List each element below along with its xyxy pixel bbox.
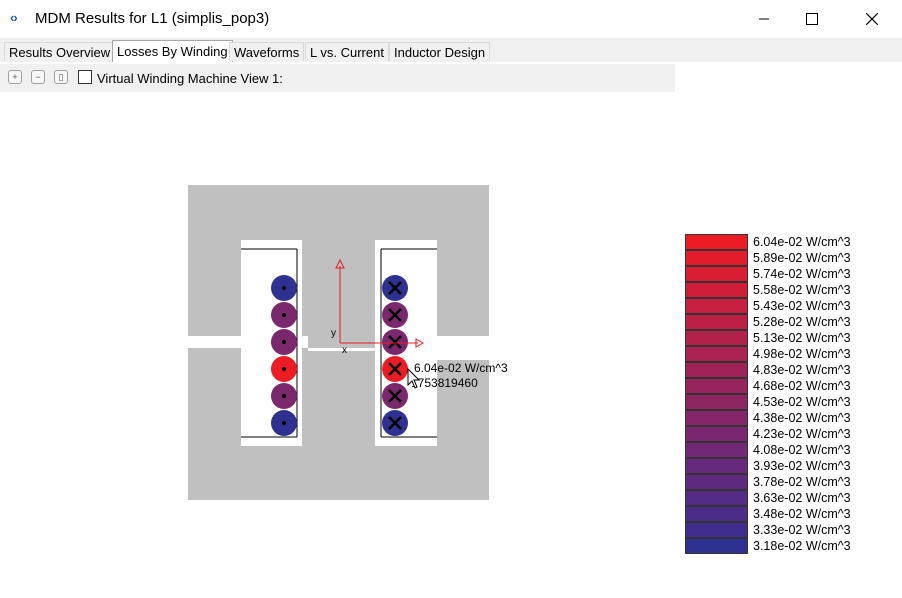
core xyxy=(188,185,489,500)
current-in-cross-icon xyxy=(388,308,402,322)
current-in-cross-icon xyxy=(388,362,402,376)
legend-swatch xyxy=(685,458,748,474)
legend-swatch xyxy=(685,522,748,538)
legend-label: 4.08e-02 W/cm^3 xyxy=(753,443,851,457)
legend-label: 3.78e-02 W/cm^3 xyxy=(753,475,851,489)
legend-label: 5.89e-02 W/cm^3 xyxy=(753,251,851,265)
legend-label: 5.13e-02 W/cm^3 xyxy=(753,331,851,345)
title-bar: ‹› MDM Results for L1 (simplis_pop3) xyxy=(0,0,902,38)
legend-swatch xyxy=(685,394,748,410)
legend-swatch xyxy=(685,234,748,250)
tooltip-value: 6.04e-02 W/cm^3 xyxy=(414,361,508,375)
x-axis-label: x xyxy=(342,345,347,356)
current-out-dot-icon xyxy=(282,340,286,344)
minimize-icon xyxy=(759,18,769,20)
coordinate-axes: y x xyxy=(331,258,425,356)
left-winding-turns xyxy=(271,275,297,436)
tab-waveforms[interactable]: Waveforms xyxy=(229,42,305,61)
legend-label: 3.18e-02 W/cm^3 xyxy=(753,539,851,553)
legend-swatch xyxy=(685,298,748,314)
tooltip: 6.04e-02 W/cm^3 1753819460 xyxy=(411,361,508,390)
current-out-dot-icon xyxy=(282,421,286,425)
legend-label: 4.38e-02 W/cm^3 xyxy=(753,411,851,425)
legend-label: 6.04e-02 W/cm^3 xyxy=(753,235,851,249)
legend-label: 4.83e-02 W/cm^3 xyxy=(753,363,851,377)
toolbar xyxy=(0,64,675,92)
legend-label: 5.43e-02 W/cm^3 xyxy=(753,299,851,313)
mouse-cursor-icon xyxy=(407,367,421,389)
legend-label: 4.23e-02 W/cm^3 xyxy=(753,427,851,441)
current-in-cross-icon xyxy=(388,389,402,403)
close-icon xyxy=(866,13,878,25)
reset-icon: ▯ xyxy=(58,72,64,82)
legend-label: 5.28e-02 W/cm^3 xyxy=(753,315,851,329)
legend-swatch xyxy=(685,378,748,394)
tab-l-vs-current[interactable]: L vs. Current xyxy=(305,42,389,61)
legend-swatch xyxy=(685,506,748,522)
current-out-dot-icon xyxy=(282,394,286,398)
maximize-button[interactable] xyxy=(789,0,835,38)
tab-inductor-design[interactable]: Inductor Design xyxy=(389,42,491,61)
legend-swatch xyxy=(685,474,748,490)
legend-swatch xyxy=(685,538,748,554)
current-out-dot-icon xyxy=(282,313,286,317)
window-title: MDM Results for L1 (simplis_pop3) xyxy=(35,10,270,27)
virtual-winding-machine-label: Virtual Winding Machine View xyxy=(97,71,269,86)
zoom-in-button[interactable]: + xyxy=(8,70,22,84)
tab-results-overview[interactable]: Results Overview xyxy=(4,42,116,61)
legend-label: 4.68e-02 W/cm^3 xyxy=(753,379,851,393)
minimize-button[interactable] xyxy=(741,0,787,38)
legend-label: 4.98e-02 W/cm^3 xyxy=(753,347,851,361)
legend-label: 3.93e-02 W/cm^3 xyxy=(753,459,851,473)
y-axis-label: y xyxy=(331,328,336,339)
legend-swatch xyxy=(685,266,748,282)
legend-swatch xyxy=(685,282,748,298)
tooltip-id: 1753819460 xyxy=(411,376,478,390)
winding-number: 1: xyxy=(272,71,283,86)
legend-label: 5.58e-02 W/cm^3 xyxy=(753,283,851,297)
maximize-icon xyxy=(806,13,818,25)
legend-swatch xyxy=(685,490,748,506)
virtual-winding-machine-checkbox[interactable] xyxy=(78,70,92,84)
legend-label: 4.53e-02 W/cm^3 xyxy=(753,395,851,409)
legend-label: 3.33e-02 W/cm^3 xyxy=(753,523,851,537)
legend-label: 5.74e-02 W/cm^3 xyxy=(753,267,851,281)
legend-label: 3.48e-02 W/cm^3 xyxy=(753,507,851,521)
current-in-cross-icon xyxy=(388,335,402,349)
tab-losses-by-winding[interactable]: Losses By Winding xyxy=(112,40,233,62)
right-winding-turns xyxy=(382,275,408,436)
legend-swatch xyxy=(685,314,748,330)
current-in-cross-icon xyxy=(388,416,402,430)
legend-swatch xyxy=(685,346,748,362)
legend-swatch xyxy=(685,250,748,266)
current-out-dot-icon xyxy=(282,286,286,290)
app-icon: ‹› xyxy=(10,10,18,25)
legend-swatch xyxy=(685,442,748,458)
legend-swatch xyxy=(685,362,748,378)
reset-view-button[interactable]: ▯ xyxy=(54,70,68,84)
current-out-dot-icon xyxy=(282,367,286,371)
right-air-gap xyxy=(430,348,489,360)
plus-icon: + xyxy=(12,72,18,82)
current-in-cross-icon xyxy=(388,281,402,295)
zoom-out-button[interactable]: − xyxy=(31,70,45,84)
legend-label: 3.63e-02 W/cm^3 xyxy=(753,491,851,505)
close-button[interactable] xyxy=(849,0,895,38)
legend-swatch xyxy=(685,426,748,442)
minus-icon: − xyxy=(35,72,41,82)
legend-swatch xyxy=(685,410,748,426)
legend-swatch xyxy=(685,330,748,346)
